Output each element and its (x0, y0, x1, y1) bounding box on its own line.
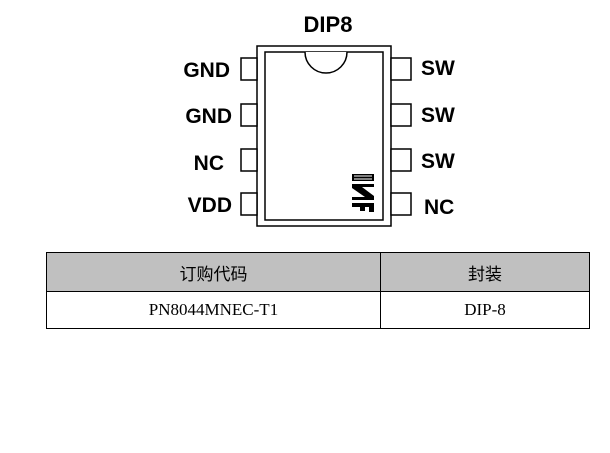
right-pin-label-6: SW (421, 150, 455, 173)
left-pin-label-4: VDD (187, 194, 232, 217)
right-pin-label-8: SW (421, 57, 455, 80)
left-pin-label-3: NC (193, 152, 224, 175)
right-pin-8 (390, 57, 412, 81)
right-pin-label-7: SW (421, 104, 455, 127)
header-order-code: 订购代码 (46, 252, 381, 292)
left-pin-4 (240, 192, 258, 216)
cell-package: DIP-8 (380, 291, 590, 329)
left-pin-2 (240, 103, 258, 127)
left-pin-3 (240, 148, 258, 172)
table-header-row: 订购代码 封装 (46, 252, 590, 292)
chip-package-drawing (240, 45, 412, 227)
cell-order-code: PN8044MNEC-T1 (46, 291, 381, 329)
header-package: 封装 (380, 252, 590, 292)
right-pin-6 (390, 148, 412, 172)
left-pin-label-1: GND (183, 59, 230, 82)
left-pin-label-2: GND (185, 105, 232, 128)
pin1-notch (304, 51, 348, 74)
right-pin-5 (390, 192, 412, 216)
right-pin-label-5: NC (424, 196, 455, 219)
company-logo-icon (350, 172, 376, 214)
package-title: DIP8 (303, 12, 353, 37)
right-pin-7 (390, 103, 412, 127)
table-row: PN8044MNEC-T1 DIP-8 (46, 291, 590, 329)
left-pin-1 (240, 57, 258, 81)
ordering-info-table: 订购代码 封装 PN8044MNEC-T1 DIP-8 (46, 252, 590, 329)
